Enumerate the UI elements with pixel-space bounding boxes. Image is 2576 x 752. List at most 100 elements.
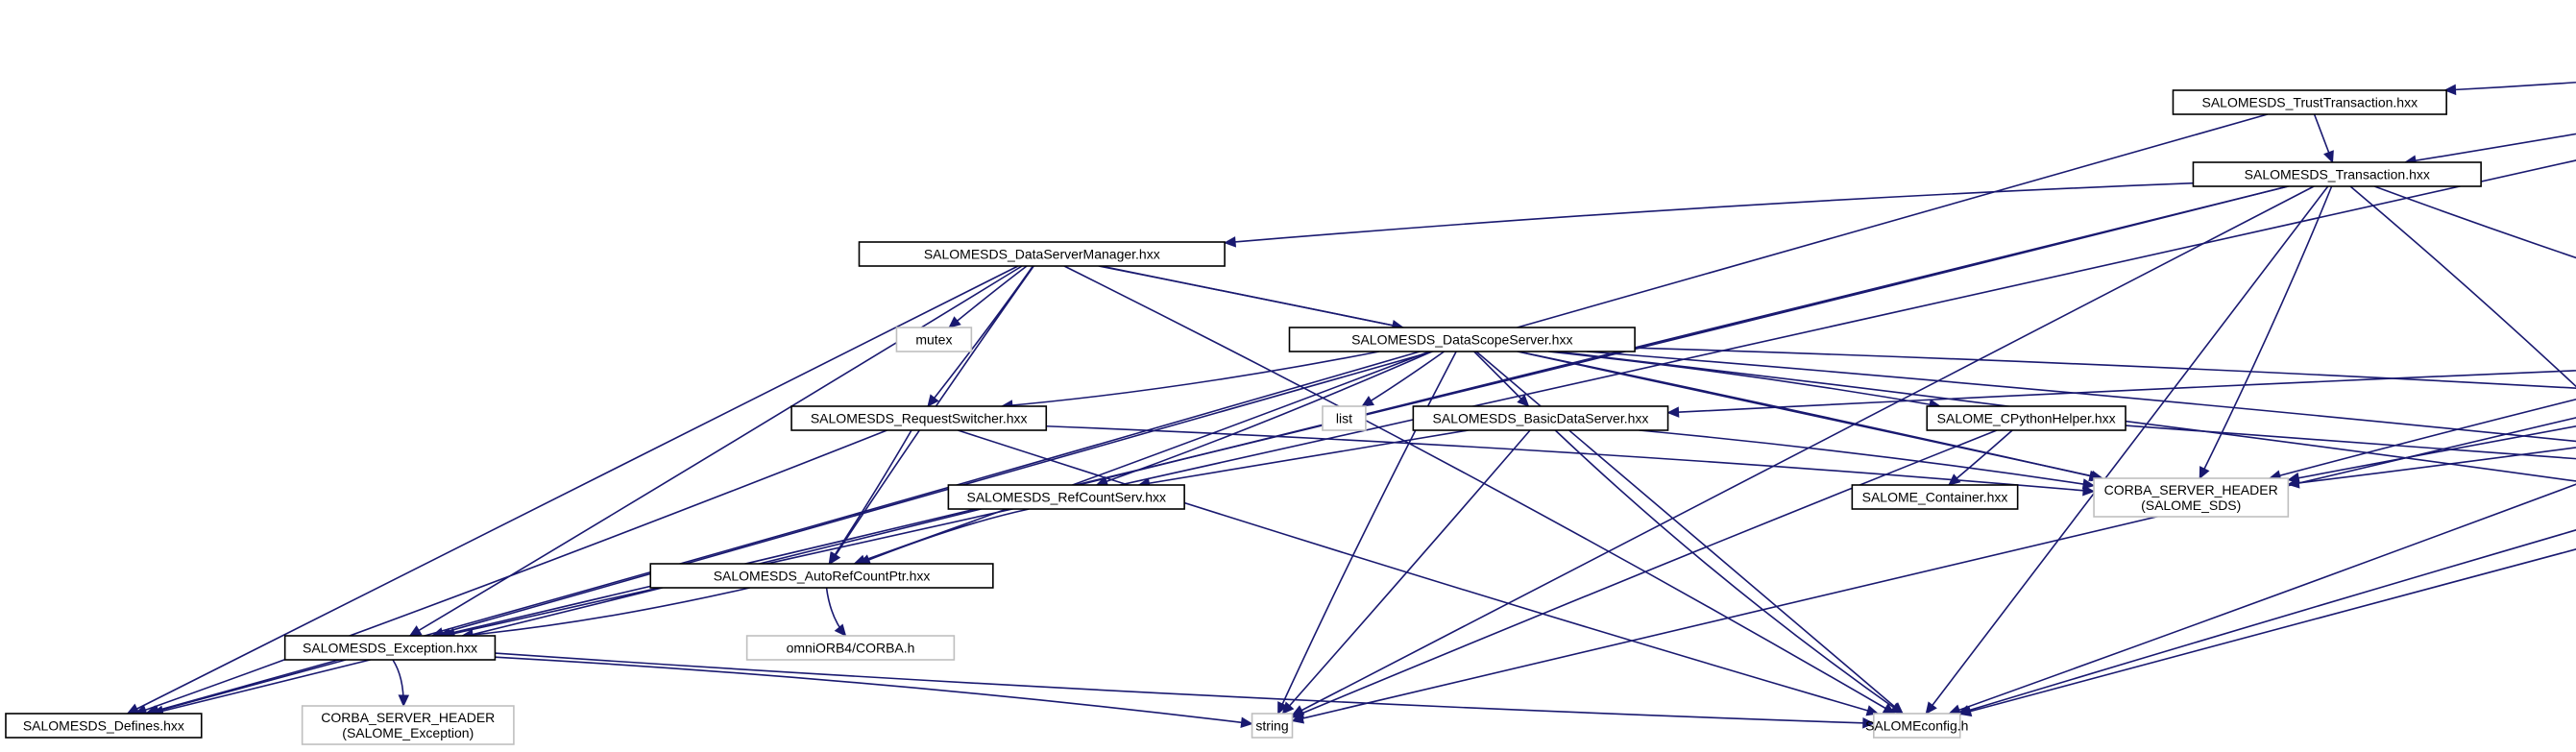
arrowhead-icon <box>1666 406 1680 418</box>
node-exception[interactable]: SALOMESDS_Exception.hxx <box>283 635 497 661</box>
node-label: string <box>1255 718 1288 734</box>
edge-basic-to-string <box>1281 429 1531 715</box>
edge-dss-to-defines <box>144 351 1421 716</box>
arrowhead-icon <box>1277 701 1288 716</box>
node-transaction[interactable]: SALOMESDS_Transaction.hxx <box>2192 161 2482 187</box>
edge-line <box>1639 429 2095 487</box>
edge-exception-to-corba_exc <box>392 659 410 708</box>
node-label: SALOMESDS_BasicDataServer.hxx <box>1433 411 1649 426</box>
edge-line <box>958 429 1879 715</box>
edge-line <box>2125 425 2576 460</box>
edge-dss-to-basic <box>1473 351 1530 407</box>
edge-transaction-to-string <box>1291 185 2315 716</box>
node-dsm[interactable]: SALOMESDS_DataServerManager.hxx <box>858 241 1226 267</box>
node-defines[interactable]: SALOMESDS_Defines.hxx <box>5 713 203 739</box>
edge-line <box>1554 429 1903 715</box>
edge-line <box>127 265 1019 715</box>
arrowhead-icon <box>828 551 840 566</box>
node-label: SALOMESDS_RequestSwitcher.hxx <box>811 411 1028 426</box>
arrowhead-icon <box>1948 473 1961 486</box>
node-dss[interactable]: SALOMESDS_DataScopeServer.hxx <box>1288 327 1636 352</box>
edge-line <box>1292 185 2315 716</box>
node-config: SALOMEconfig.h <box>1865 713 1968 739</box>
edge-line <box>495 656 1252 725</box>
edge-line <box>2288 425 2576 481</box>
edge-dss-to-reqsw <box>1000 351 1380 411</box>
node-string: string <box>1251 713 1294 739</box>
edge-line <box>1473 351 1530 407</box>
edge-line <box>1959 548 2576 716</box>
edge-cpython-to-container <box>1948 429 2013 486</box>
node-box <box>1873 713 1961 739</box>
edge-basic-to-config <box>1554 429 1904 715</box>
edge-line <box>1475 351 1904 715</box>
arrowhead-icon <box>927 394 939 407</box>
node-reqsw[interactable]: SALOMESDS_RequestSwitcher.hxx <box>790 405 1048 431</box>
node-label: SALOMEconfig.h <box>1865 718 1968 734</box>
node-refcount[interactable]: SALOMESDS_RefCountServ.hxx <box>947 484 1185 510</box>
node-basic[interactable]: SALOMESDS_BasicDataServer.hxx <box>1412 405 1669 431</box>
edge-dss-to-list <box>1361 351 1446 407</box>
edge-line <box>443 159 2576 637</box>
node-label: SALOMESDS_DataServerManager.hxx <box>924 247 1160 262</box>
edge-exception-to-config <box>495 652 1876 729</box>
arrowhead-icon <box>1925 701 1937 715</box>
edge-reqsw-to-autoref <box>828 429 912 566</box>
edge-line <box>854 351 1430 565</box>
node-label: (SALOME_Exception) <box>342 725 474 740</box>
node-box <box>1926 405 2126 431</box>
edge-dss-to-auto <box>1635 347 2576 389</box>
arrowhead-icon <box>1281 701 1295 715</box>
arrowhead-icon <box>2287 477 2300 489</box>
node-corba_exc: CORBA_SERVER_HEADER(SALOME_Exception) <box>301 705 515 745</box>
node-box <box>283 635 497 661</box>
node-label: (SALOME_SDS) <box>2141 497 2241 513</box>
arrowhead-icon <box>1240 716 1253 728</box>
node-cpython[interactable]: SALOME_CPythonHelper.hxx <box>1926 405 2126 431</box>
edge-pyobj-to-corba_sds <box>2287 447 2576 489</box>
node-box <box>858 241 1226 267</box>
edge-basic-to-corba_sds <box>1639 429 2096 490</box>
node-box <box>301 705 515 745</box>
edge-pyobj-to-config <box>1958 548 2576 717</box>
node-omniorb: omniORB4/CORBA.h <box>745 635 956 661</box>
node-label: SALOME_CPythonHelper.hxx <box>1937 411 2116 426</box>
edge-line <box>2288 447 2576 486</box>
node-box <box>1288 327 1636 352</box>
edge-sha1-to-string <box>1291 417 2576 724</box>
node-label: SALOMESDS_TrustTransaction.hxx <box>2202 95 2418 110</box>
node-trust[interactable]: SALOMESDS_TrustTransaction.hxx <box>2172 89 2447 115</box>
edge-line <box>2373 185 2576 259</box>
edge-line <box>948 265 1028 328</box>
edge-line <box>1586 351 2576 443</box>
arrowhead-icon <box>948 316 961 328</box>
arrowhead-icon <box>1291 713 1305 724</box>
edges-layer <box>126 81 2576 729</box>
edge-line <box>1001 351 1380 407</box>
edge-dss-to-string <box>1276 351 1457 716</box>
edge-line <box>1957 529 2576 715</box>
arrowhead-icon <box>1517 394 1530 407</box>
node-label: SALOMESDS_Transaction.hxx <box>2245 167 2430 182</box>
edge-transaction-to-dsm <box>1223 182 2194 248</box>
edge-line <box>2404 133 2576 163</box>
edge-line <box>409 265 1023 637</box>
edge-basic-to-refcount <box>1137 429 1469 489</box>
node-box <box>2172 89 2447 115</box>
edge-transaction-to-corba_sds <box>2199 185 2333 480</box>
edge-line <box>1949 483 2576 715</box>
edge-line <box>1276 351 1457 715</box>
node-list: list <box>1322 405 1367 431</box>
edge-dss-to-python <box>1586 351 2576 443</box>
node-autoref[interactable]: SALOMESDS_AutoRefCountPtr.hxx <box>649 563 994 589</box>
edge-line <box>2199 185 2333 479</box>
edge-autoref-to-omniorb <box>825 587 847 637</box>
node-container[interactable]: SALOME_Container.hxx <box>1851 484 2019 510</box>
node-label: SALOMESDS_Defines.hxx <box>23 718 184 734</box>
edge-transaction-to-auto <box>2373 185 2576 259</box>
edge-line <box>1667 370 2576 414</box>
arrowhead-icon <box>1862 717 1876 729</box>
edge-trust-to-transaction <box>2313 113 2334 164</box>
edge-cpython-to-string <box>1291 429 1998 718</box>
